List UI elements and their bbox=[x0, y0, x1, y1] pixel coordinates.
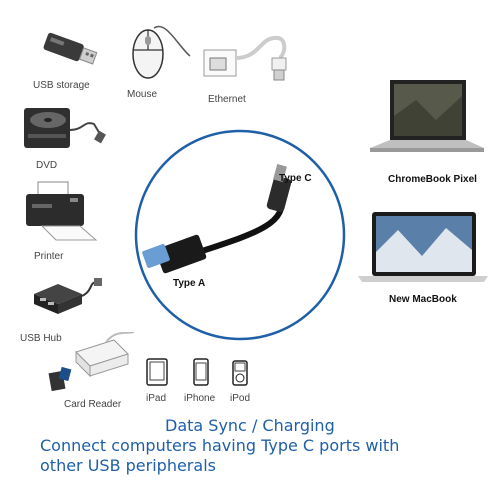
usb-storage-label: USB storage bbox=[33, 80, 90, 91]
ipad-label: iPad bbox=[146, 393, 167, 404]
ethernet-label: Ethernet bbox=[208, 94, 246, 105]
macbook-laptop-icon bbox=[358, 212, 488, 282]
cable-circle bbox=[134, 129, 346, 341]
caption-line-1: Data Sync / Charging bbox=[165, 416, 335, 435]
usb-hub-icon bbox=[34, 278, 102, 314]
chromebook-label: ChromeBook Pixel bbox=[388, 174, 477, 185]
ethernet-adapter-icon bbox=[203, 35, 287, 81]
usb-storage-icon bbox=[43, 32, 98, 65]
mouse-icon bbox=[132, 25, 191, 79]
mouse-label: Mouse bbox=[127, 89, 158, 100]
ipod-label: iPod bbox=[230, 393, 251, 404]
caption-line-2: Connect computers having Type C ports wi… bbox=[40, 436, 400, 455]
macbook-label: New MacBook bbox=[389, 294, 457, 305]
dvd-drive-icon bbox=[24, 108, 106, 148]
dvd-label: DVD bbox=[36, 160, 58, 171]
printer-label: Printer bbox=[34, 251, 64, 262]
iphone-icon bbox=[193, 358, 209, 386]
card-reader-label: Card Reader bbox=[64, 399, 122, 410]
usb-hub-label: USB Hub bbox=[20, 333, 62, 344]
iphone-label: iPhone bbox=[184, 393, 216, 404]
card-reader-icon bbox=[48, 332, 135, 392]
ipod-icon bbox=[232, 360, 248, 386]
type-a-label: Type A bbox=[173, 278, 206, 289]
printer-icon bbox=[26, 181, 98, 241]
ipad-icon bbox=[146, 358, 168, 386]
chromebook-laptop-icon bbox=[370, 80, 484, 152]
caption-line-3: other USB peripherals bbox=[40, 456, 216, 475]
type-c-label: Type C bbox=[279, 173, 312, 184]
